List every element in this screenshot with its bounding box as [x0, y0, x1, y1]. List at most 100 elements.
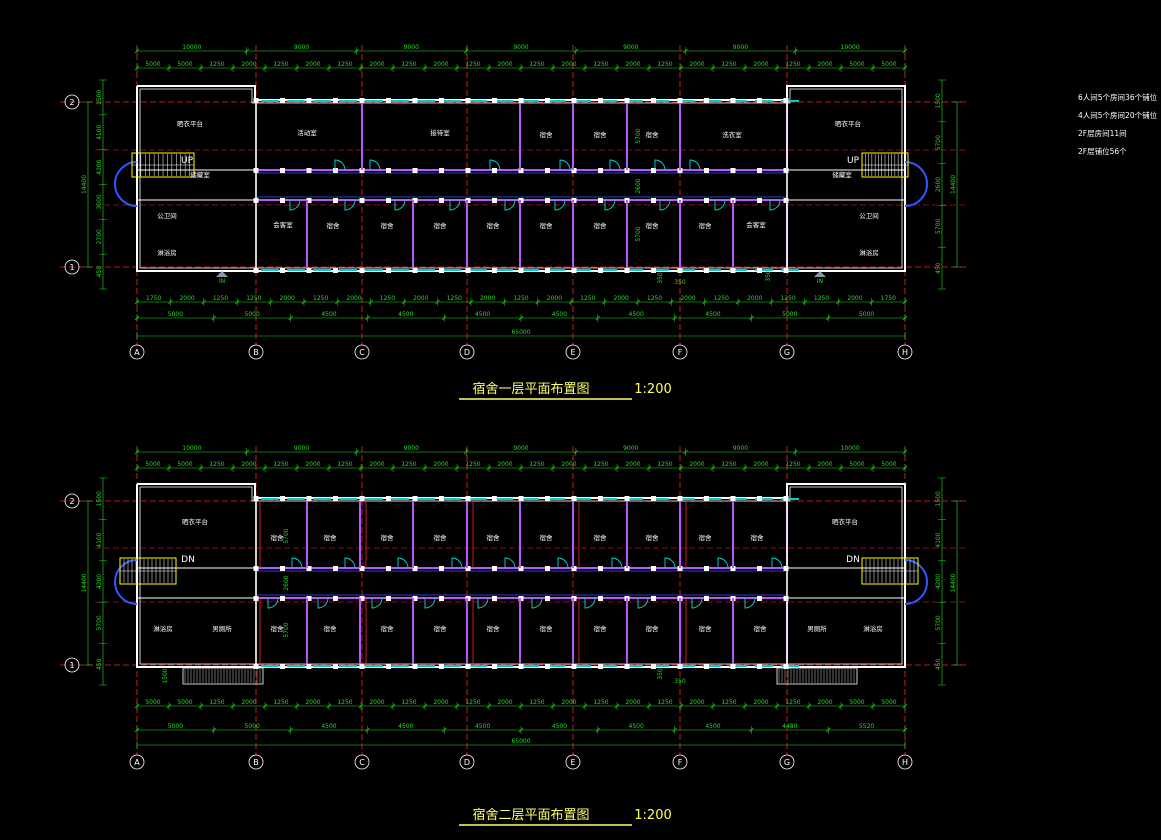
dim-top-minor-label: 2000 — [625, 61, 640, 68]
dim-inner: 5700 — [635, 128, 642, 143]
dim-bottom-minor-label: 5000 — [145, 699, 160, 706]
dim-bottom-minor-label: 1250 — [401, 699, 416, 706]
column — [757, 98, 762, 103]
column — [359, 496, 365, 501]
column — [439, 566, 444, 571]
column — [439, 98, 444, 103]
dim-bottom-minor-label: 1750 — [881, 295, 896, 302]
column — [704, 168, 709, 173]
dim-bottom-minor-label: 2000 — [547, 295, 562, 302]
column — [386, 98, 391, 103]
column — [359, 268, 365, 273]
dim-top-minor-label: 2000 — [433, 61, 448, 68]
dim-bottom-major-tick — [518, 727, 524, 733]
floor1-title: 宿舍一层平面布置图 — [472, 381, 589, 397]
dim-inner: 5700 — [283, 622, 290, 637]
column — [439, 664, 444, 669]
dim-top-minor-label: 2000 — [305, 61, 320, 68]
column — [333, 98, 338, 103]
dim-top-minor-label: 2000 — [497, 61, 512, 68]
column — [412, 596, 418, 601]
dim-bottom-minor-label: 1250 — [313, 295, 328, 302]
dim-top-minor-tick — [230, 465, 236, 471]
column — [704, 496, 709, 501]
dim-top-minor-tick — [550, 65, 556, 71]
dim-right-label: 5700 — [935, 615, 942, 630]
column — [651, 98, 656, 103]
dim-bottom-major-tick — [211, 727, 217, 733]
dim-bottom-minor-label: 1250 — [814, 295, 829, 302]
entrance-label-left: IN — [219, 278, 225, 285]
dim-bottom-minor-label: 2000 — [817, 699, 832, 706]
room-label-toilet-right: 公卫间 — [859, 212, 879, 220]
dim-inner: 2600 — [283, 575, 290, 590]
dim-left-label: 1500 — [96, 90, 103, 105]
column — [465, 496, 471, 501]
dim-bottom-major-label: 4500 — [552, 723, 567, 730]
dim-bottom-major-tick — [441, 727, 447, 733]
balcony-left — [182, 667, 264, 685]
axis-bubble-H — [897, 754, 913, 770]
dim-bottom-minor-label: 1750 — [146, 295, 161, 302]
column — [333, 268, 338, 273]
door — [267, 597, 279, 609]
door — [559, 159, 571, 171]
door — [489, 159, 501, 171]
dim-left-label: 1500 — [96, 491, 103, 506]
axis-letter-E: E — [570, 758, 575, 767]
dim-bottom-minor-tick — [774, 703, 780, 709]
axis-bubble-B — [248, 344, 264, 360]
column — [439, 168, 444, 173]
column — [545, 198, 550, 203]
dim-top-major-label: 9000 — [623, 445, 638, 452]
dim-bottom-minor-tick — [358, 703, 364, 709]
floor2-scale: 1:200 — [634, 808, 671, 823]
column — [306, 198, 312, 203]
axis-bubble-B — [248, 754, 264, 770]
column — [306, 596, 312, 601]
column — [333, 198, 338, 203]
axis-bubble-A — [129, 754, 145, 770]
dim-top-major-tick — [354, 449, 359, 455]
dim-bottom-major-label: 4500 — [705, 311, 720, 318]
dim-top-minor-label: 2000 — [369, 61, 384, 68]
dim-bottom-minor-label: 2000 — [413, 295, 428, 302]
dim-bottom-minor-label: 2000 — [753, 699, 768, 706]
column — [704, 98, 709, 103]
dim-bottom-minor-label: 1250 — [580, 295, 595, 302]
column — [545, 268, 550, 273]
dim-top-minor-tick — [390, 465, 396, 471]
dim-bottom-minor-tick — [735, 299, 741, 305]
column — [571, 168, 577, 173]
dim-top-major-tick — [354, 48, 359, 54]
column — [333, 566, 338, 571]
dim-bottom-minor-label: 1250 — [529, 699, 544, 706]
column — [757, 496, 762, 501]
column — [492, 198, 497, 203]
column — [386, 596, 391, 601]
dim-top-minor-label: 2000 — [625, 461, 640, 468]
dim-top-minor-label: 1250 — [529, 61, 544, 68]
door — [609, 159, 621, 171]
column — [492, 596, 497, 601]
column — [412, 198, 418, 203]
door — [771, 557, 783, 569]
door — [604, 199, 616, 211]
column — [518, 664, 524, 669]
dim-bottom-minor-label: 2000 — [179, 295, 194, 302]
dim-top-minor-tick — [518, 465, 524, 471]
dim-right-label: 450 — [935, 658, 942, 670]
column — [439, 198, 444, 203]
dim-left-total-label: 14400 — [81, 573, 88, 592]
room-label-bath-left: 淋浴房 — [157, 248, 177, 257]
room-label-platform-left: 晒衣平台 — [182, 517, 208, 526]
dim-top-minor-label: 1250 — [465, 461, 480, 468]
dim-bottom-minor-label: 1250 — [380, 295, 395, 302]
room-label-bath-left: 淋浴房 — [153, 624, 173, 633]
dim-top-minor-label: 2000 — [369, 461, 384, 468]
dim-top-minor-label: 2000 — [305, 461, 320, 468]
dim-bottom-major-label: 4500 — [398, 311, 413, 318]
dim-bottom-minor-label: 1250 — [647, 295, 662, 302]
axis-bubble-1 — [64, 657, 80, 673]
